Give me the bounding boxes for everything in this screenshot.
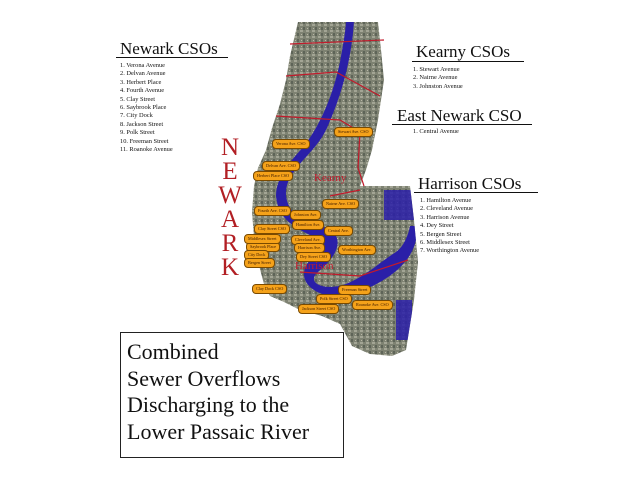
east-newark-heading-rule — [392, 124, 532, 125]
cso-label: Polk Street CSO — [316, 294, 352, 304]
title-line: Discharging to the — [127, 392, 290, 417]
cso-label: Hamilton Ave. — [292, 220, 325, 230]
cso-label: Freeman Street — [338, 285, 372, 295]
list-item: 1. Hamilton Avenue — [420, 197, 472, 204]
list-item: 9. Polk Street — [120, 129, 155, 137]
newark-heading-rule — [116, 57, 228, 58]
cso-label: Fourth Ave. CSO — [254, 206, 291, 216]
title-line: Sewer Overflows — [127, 365, 281, 391]
cso-label: Jackson Street CSO — [298, 304, 340, 314]
title-line: Combined — [127, 339, 219, 364]
east-newark-cso-list: 1. Central Avenue — [413, 128, 459, 136]
municipal-boundaries — [275, 39, 409, 277]
title-line: Lower Passaic River — [127, 418, 310, 444]
list-item: 3. Johnston Avenue — [413, 82, 463, 90]
cso-label: Verona Ave. CSO — [272, 139, 310, 149]
newark-vertical-letter: R — [221, 230, 239, 257]
map-title-box: Combined Sewer Overflows Discharging to … — [120, 332, 344, 458]
kearny-town-label: Kearny — [314, 172, 347, 184]
list-item: 6. Saybrook Place — [120, 104, 167, 112]
list-item: 8. Jackson Street — [120, 120, 164, 128]
list-item: 11. Roanoke Avenue — [120, 146, 173, 154]
harrison-csos-heading: Harrison CSOs — [418, 174, 522, 193]
list-item: 4. Dey Street — [420, 222, 454, 230]
cso-label: Clay Street CSO — [254, 224, 290, 234]
cso-label: Worthington Ave. — [338, 245, 376, 255]
list-item: 2. Cleveland Avenue — [420, 205, 473, 213]
harrison-town-label: Harrison — [295, 260, 334, 272]
list-item: 2. Delvan Avenue — [120, 70, 166, 78]
list-item: 10. Freeman Street — [120, 137, 169, 145]
cso-label: Nairne Ave. CSO — [322, 199, 360, 209]
list-item: 1. Stewart Avenue — [413, 66, 460, 73]
newark-vertical-letter: W — [218, 182, 242, 209]
list-item: 4. Fourth Avenue — [120, 87, 165, 95]
harrison-heading-rule — [414, 192, 538, 193]
cso-label: Delvan Ave. CSO — [262, 161, 300, 171]
newark-vertical-letter: E — [222, 158, 238, 185]
kearny-heading-rule — [412, 61, 524, 62]
list-item: 2. Nairne Avenue — [413, 74, 458, 82]
cso-label: Clay Dock CSO — [252, 284, 288, 294]
cso-label: Bergen Street — [244, 258, 275, 268]
cso-label: Johnston Ave. — [290, 210, 322, 220]
list-item: 6. Middlesex Street — [420, 239, 470, 247]
cso-label: Middlesex Street — [244, 234, 281, 244]
newark-cso-list: 1. Verona Avenue 2. Delvan Avenue 3. Her… — [120, 62, 173, 154]
newark-vertical-letter: K — [220, 254, 240, 281]
cso-label: Central Ave. — [324, 226, 353, 236]
cso-label: Herbert Place CSO — [253, 171, 294, 181]
newark-csos-heading: Newark CSOs — [120, 39, 218, 58]
cso-label: Stewart Ave. CSO — [334, 127, 373, 137]
cso-label: Dey Street CSO — [296, 252, 331, 262]
kearny-cso-list: 1. Stewart Avenue 2. Nairne Avenue 3. Jo… — [413, 66, 463, 91]
list-item: 7. City Dock — [120, 112, 153, 120]
newark-vertical-letter: N — [220, 134, 240, 161]
map-imagery — [252, 22, 418, 356]
list-item: 5. Clay Street — [120, 95, 155, 103]
list-item: 7. Worthington Avenue — [420, 247, 480, 255]
list-item: 1. Verona Avenue — [120, 62, 166, 69]
cso-label: Roanoke Ave. CSO — [352, 300, 393, 310]
list-item: 1. Central Avenue — [413, 128, 459, 135]
kearny-csos-heading: Kearny CSOs — [416, 42, 510, 61]
newark-vertical-letter: A — [220, 206, 240, 233]
list-item: 3. Harrison Avenue — [420, 213, 470, 221]
east-newark-cso-heading: East Newark CSO — [397, 106, 522, 125]
list-item: 5. Bergen Street — [420, 230, 462, 238]
harrison-cso-list: 1. Hamilton Avenue 2. Cleveland Avenue 3… — [420, 197, 479, 256]
list-item: 3. Herbert Place — [120, 78, 162, 86]
